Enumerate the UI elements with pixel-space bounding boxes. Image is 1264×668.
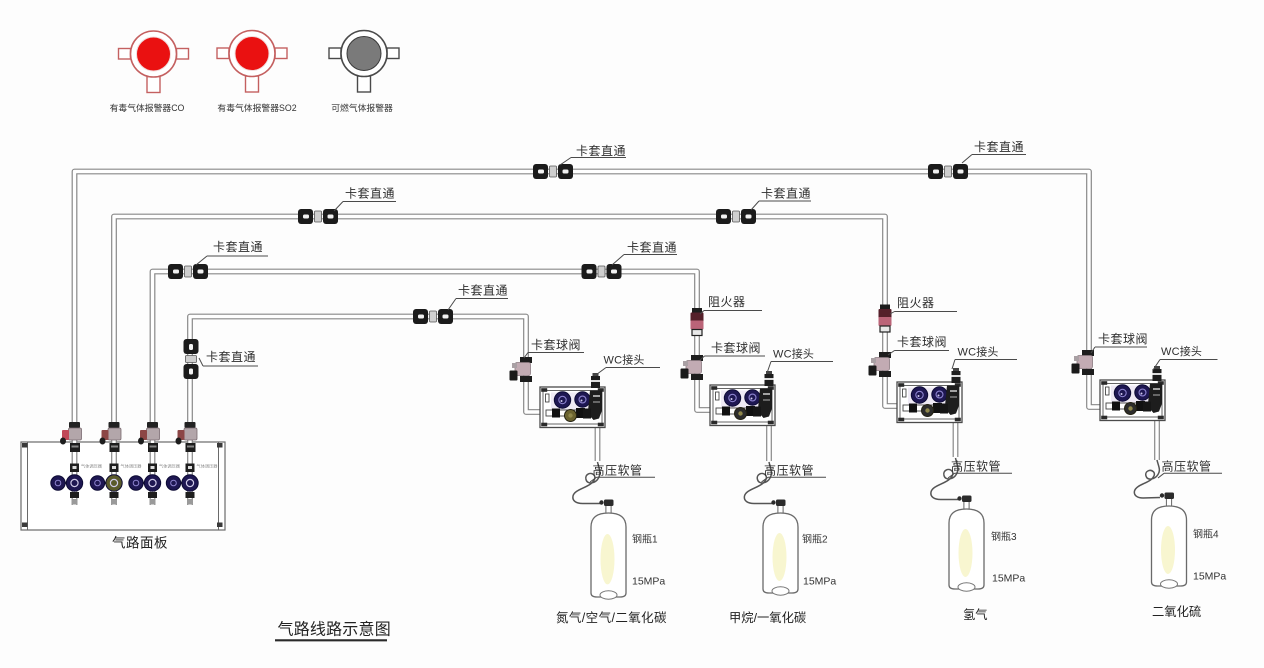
svg-text:卡套球阀: 卡套球阀	[531, 338, 581, 352]
svg-text:气路面板: 气路面板	[112, 536, 168, 551]
svg-text:WC接头: WC接头	[604, 354, 645, 367]
svg-text:钢瓶2: 钢瓶2	[802, 533, 828, 546]
svg-text:15MPa: 15MPa	[803, 576, 836, 588]
svg-text:气体调压器: 气体调压器	[121, 463, 143, 470]
svg-text:WC接头: WC接头	[773, 348, 814, 361]
svg-text:有毒气体报警器SO2: 有毒气体报警器SO2	[217, 102, 296, 113]
svg-text:气体调压器: 气体调压器	[81, 463, 103, 470]
svg-text:卡套直通: 卡套直通	[627, 241, 677, 255]
svg-text:卡套直通: 卡套直通	[213, 240, 263, 254]
svg-text:15MPa: 15MPa	[992, 573, 1025, 585]
svg-text:氮气/空气/二氧化碳: 氮气/空气/二氧化碳	[556, 610, 667, 625]
svg-text:阻火器: 阻火器	[708, 295, 746, 309]
svg-text:阻火器: 阻火器	[897, 296, 935, 310]
svg-text:甲烷/一氧化碳: 甲烷/一氧化碳	[729, 611, 806, 625]
svg-text:高压软管: 高压软管	[593, 463, 643, 478]
svg-text:15MPa: 15MPa	[1193, 571, 1226, 583]
svg-text:卡套直通: 卡套直通	[761, 187, 811, 201]
svg-text:WC接头: WC接头	[958, 346, 999, 359]
svg-text:气路线路示意图: 气路线路示意图	[278, 620, 391, 639]
svg-text:卡套直通: 卡套直通	[345, 187, 395, 201]
svg-text:卡套直通: 卡套直通	[458, 284, 508, 298]
svg-text:卡套直通: 卡套直通	[974, 140, 1024, 154]
svg-text:钢瓶3: 钢瓶3	[991, 530, 1017, 543]
svg-text:可燃气体报警器: 可燃气体报警器	[331, 102, 393, 113]
svg-text:气体调压器: 气体调压器	[159, 463, 181, 470]
svg-text:高压软管: 高压软管	[951, 459, 1001, 474]
svg-text:钢瓶1: 钢瓶1	[632, 533, 658, 546]
svg-text:钢瓶4: 钢瓶4	[1193, 528, 1219, 541]
svg-text:氢气: 氢气	[963, 607, 988, 622]
svg-text:卡套直通: 卡套直通	[206, 350, 256, 364]
svg-text:气体调压器: 气体调压器	[197, 463, 219, 470]
svg-text:高压软管: 高压软管	[1162, 459, 1212, 474]
svg-text:卡套球阀: 卡套球阀	[897, 335, 947, 349]
svg-text:卡套直通: 卡套直通	[576, 144, 626, 158]
svg-text:卡套球阀: 卡套球阀	[1098, 332, 1148, 346]
svg-text:卡套球阀: 卡套球阀	[711, 341, 761, 355]
svg-text:15MPa: 15MPa	[632, 576, 665, 588]
svg-text:有毒气体报警器CO: 有毒气体报警器CO	[110, 102, 185, 113]
svg-text:高压软管: 高压软管	[764, 463, 814, 478]
svg-text:WC接头: WC接头	[1161, 345, 1202, 358]
svg-text:二氧化硫: 二氧化硫	[1152, 604, 1201, 619]
